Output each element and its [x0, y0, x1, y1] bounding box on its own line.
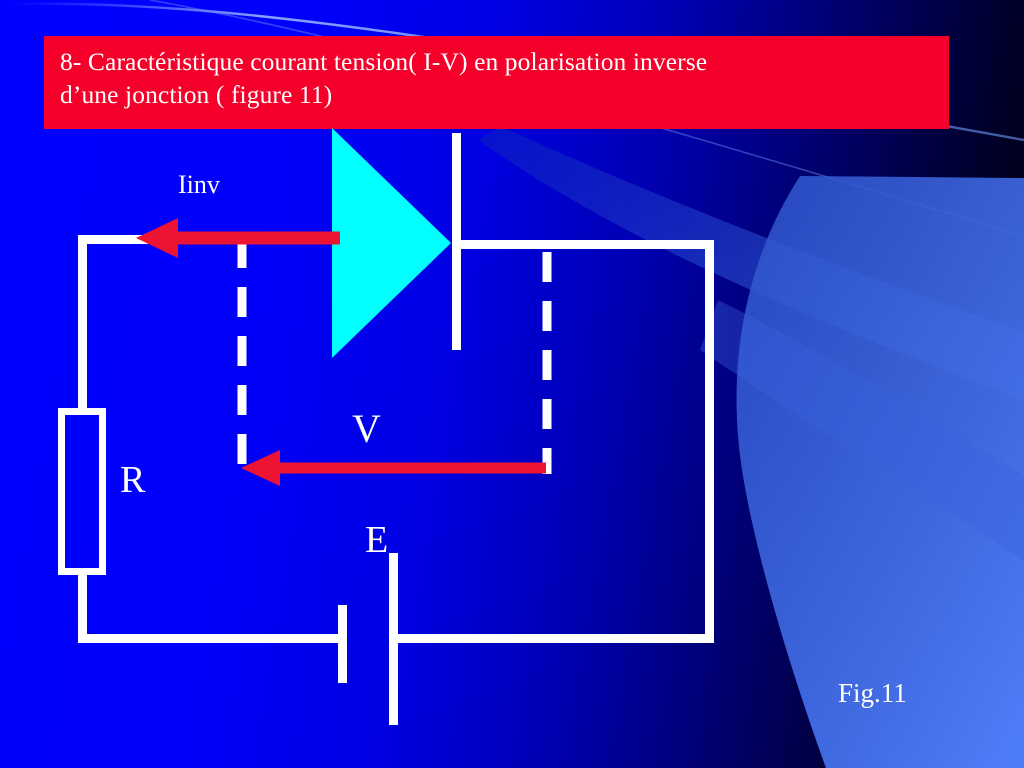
diode-symbol: [332, 128, 451, 358]
voltage-arrow: [241, 450, 546, 486]
wire-right: [705, 240, 714, 643]
wire-top-right: [455, 240, 714, 249]
diode-cathode-bar: [452, 133, 461, 350]
wire-bottom-right: [392, 634, 714, 643]
label-source: E: [365, 519, 389, 561]
wire-left-lower: [78, 573, 87, 643]
current-arrowhead-icon: [136, 218, 178, 258]
dashed-line-left: [237, 238, 247, 474]
decor-curve-large: [736, 176, 1024, 768]
wire-bottom-left: [78, 634, 343, 643]
label-voltage: V: [352, 406, 381, 451]
decor-wedge-broad: [700, 300, 1024, 560]
voltage-arrowhead-icon: [241, 450, 280, 486]
diode-triangle-icon: [332, 128, 451, 358]
figure-caption: Fig.11: [838, 678, 907, 708]
label-resistor: R: [120, 459, 146, 501]
label-current: Iinv: [178, 170, 220, 199]
resistor-symbol: [58, 408, 106, 575]
dashed-line-right: [542, 252, 552, 474]
battery-plate-short: [338, 605, 347, 683]
current-arrow: [136, 218, 340, 258]
page-title: 8- Caractéristique courant tension( I-V)…: [60, 47, 708, 109]
wire-left-upper: [78, 235, 87, 410]
title-banner: 8- Caractéristique courant tension( I-V)…: [44, 36, 949, 129]
battery-plate-long: [389, 553, 398, 725]
